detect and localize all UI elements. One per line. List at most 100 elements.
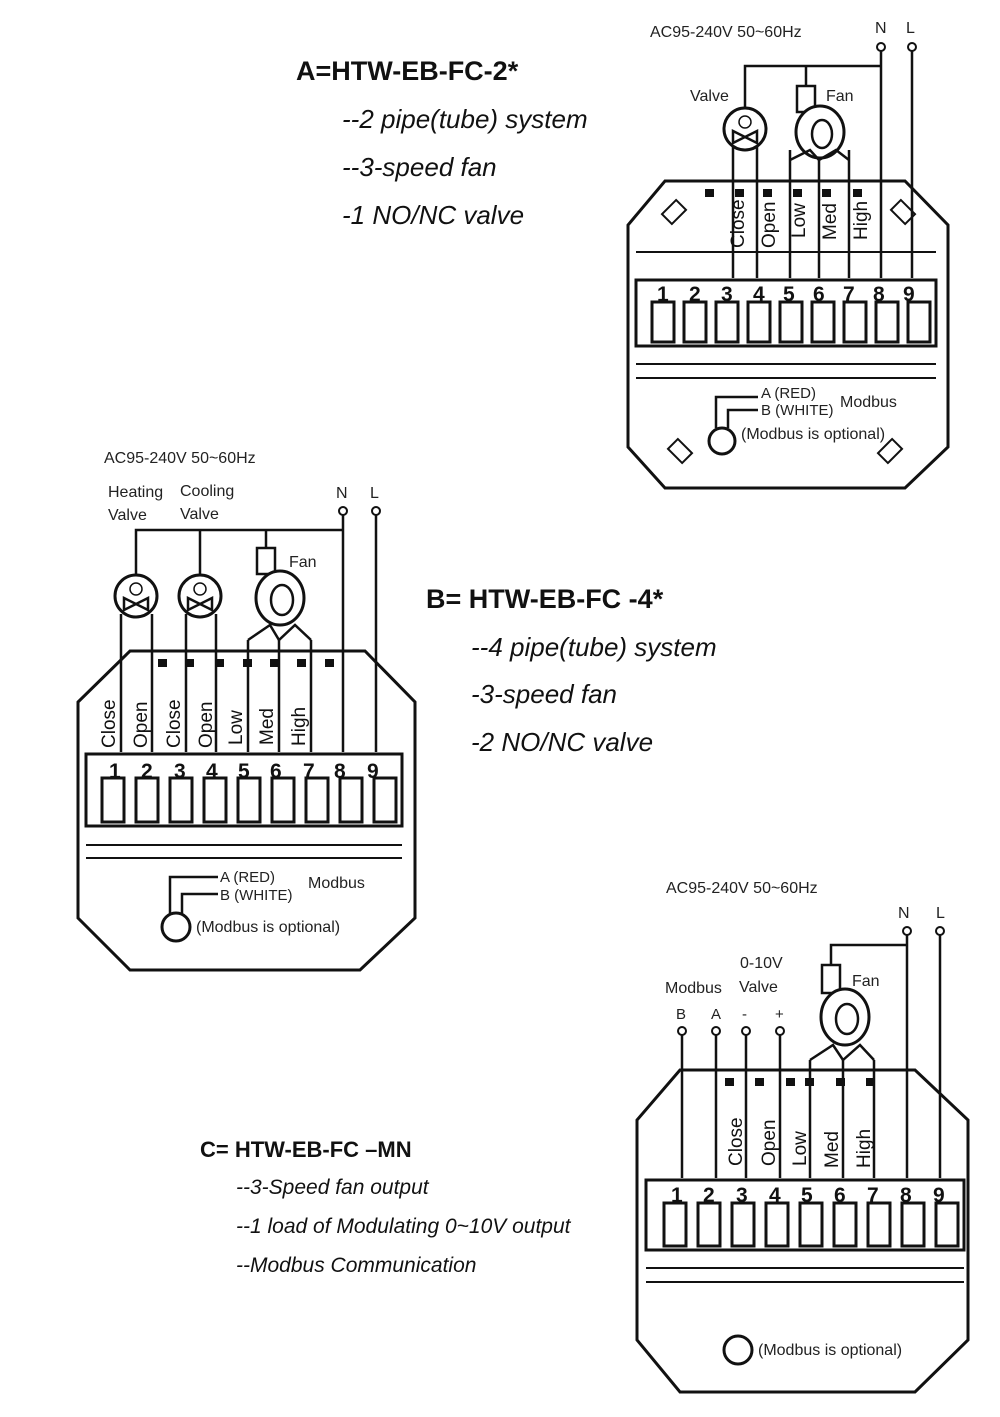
- diagram-c-spec-1: --3-Speed fan output: [236, 1176, 429, 1199]
- diagram-a-n-label: N: [875, 20, 887, 37]
- diagram-c-housing: [635, 1068, 970, 1394]
- diagram-b-modbus-note: (Modbus is optional): [196, 919, 340, 936]
- diagram-c-supply-label: AC95-240V 50~60Hz: [666, 880, 818, 897]
- diagram-a-terminal-close: Close: [728, 199, 749, 248]
- diagram-a-terminal-7: 7: [843, 283, 855, 306]
- diagram-b-spec-1: --4 pipe(tube) system: [471, 632, 717, 662]
- diagram-b-terminal-5: 5: [238, 760, 250, 783]
- diagram-a-terminal-8: 8: [873, 283, 885, 306]
- diagram-a-housing: [626, 179, 950, 490]
- diagram-c-terminal-7: 7: [867, 1184, 879, 1207]
- diagram-c-fan-icon: [809, 963, 875, 1062]
- diagram-c-terminal-med: Med: [822, 1131, 843, 1168]
- diagram-c-spec-3: --Modbus Communication: [236, 1254, 477, 1277]
- diagram-b-terminal-3: 3: [174, 760, 186, 783]
- diagram-b-modbus-label: Modbus: [308, 875, 365, 892]
- diagram-c-valve-label-2: Valve: [739, 979, 778, 996]
- diagram-b-modbus-b: B (WHITE): [220, 887, 293, 904]
- diagram-c-input-minus: -: [742, 1006, 747, 1023]
- diagram-c-terminal-open: Open: [759, 1120, 780, 1166]
- diagram-b-heating-valve-label-1: Heating: [108, 484, 163, 501]
- diagram-a-supply-label: AC95-240V 50~60Hz: [650, 24, 802, 41]
- diagram-b: AC95-240V 50~60Hz Heating Valve Cooling …: [76, 450, 417, 972]
- diagram-a-modbus-note: (Modbus is optional): [741, 426, 885, 443]
- diagram-b-fan-label: Fan: [289, 554, 317, 571]
- diagram-a-terminal-6: 6: [813, 283, 825, 306]
- diagram-b-terminal-med: Med: [257, 708, 278, 745]
- diagram-b-fan-icon: [247, 546, 312, 642]
- diagram-c-terminal-5: 5: [801, 1184, 813, 1207]
- diagram-c-terminal-9: 9: [933, 1184, 945, 1207]
- diagram-b-terminal-close-1: Close: [99, 699, 120, 748]
- diagram-b-terminal-6: 6: [270, 760, 282, 783]
- diagram-c-n-label: N: [898, 905, 910, 922]
- diagram-b-cooling-valve-label-1: Cooling: [180, 483, 234, 500]
- diagram-b-n-label: N: [336, 485, 348, 502]
- diagram-a-fan-icon: [789, 84, 850, 162]
- diagram-b-cooling-valve-label-2: Valve: [180, 506, 219, 523]
- diagram-b-terminal-numbers: 1 2 3 4 5 6 7 8 9: [109, 760, 379, 783]
- diagram-c-modbus-note: (Modbus is optional): [758, 1342, 902, 1359]
- diagram-c-terminal-low: Low: [790, 1131, 811, 1166]
- diagram-b-terminal-close-2: Close: [164, 699, 185, 748]
- diagram-a-terminal-5: 5: [783, 283, 795, 306]
- diagram-c-terminal-4: 4: [769, 1184, 781, 1207]
- diagram-b-terminal-9: 9: [367, 760, 379, 783]
- diagram-b-terminal-4: 4: [206, 760, 218, 783]
- diagram-c-terminal-1: 1: [671, 1184, 683, 1207]
- diagram-c-terminal-8: 8: [900, 1184, 912, 1207]
- diagram-a-terminal-2: 2: [689, 283, 701, 306]
- diagram-b-terminal-low: Low: [226, 710, 247, 745]
- diagram-a-modbus-a: A (RED): [761, 385, 816, 402]
- diagram-a-terminal-open: Open: [759, 202, 780, 248]
- diagram-a-terminal-med: Med: [820, 203, 841, 240]
- diagram-c-terminal-numbers: 1 2 3 4 5 6 7 8 9: [671, 1184, 945, 1207]
- diagram-b-supply-label: AC95-240V 50~60Hz: [104, 450, 256, 467]
- diagram-b-spec-2: -3-speed fan: [471, 679, 617, 709]
- diagram-c-valve-label-1: 0-10V: [740, 955, 783, 972]
- diagram-a: AC95-240V 50~60Hz N L Valve Fan: [626, 20, 950, 490]
- diagram-c-input-plus: +: [775, 1006, 784, 1023]
- diagram-a-spec-2: --3-speed fan: [342, 152, 497, 182]
- diagram-a-modbus-port: [707, 426, 737, 456]
- diagram-b-terminal-2: 2: [141, 760, 153, 783]
- diagram-a-terminal-3: 3: [721, 283, 733, 306]
- diagram-b-terminal-7: 7: [303, 760, 315, 783]
- diagram-c-input-a: A: [711, 1006, 721, 1023]
- diagram-a-terminal-9: 9: [903, 283, 915, 306]
- diagram-a-l-label: L: [906, 20, 915, 37]
- diagram-a-spec-3: -1 NO/NC valve: [342, 200, 525, 230]
- diagram-b-spec-3: -2 NO/NC valve: [471, 727, 654, 757]
- diagram-a-terminal-4: 4: [753, 283, 765, 306]
- diagram-c-l-label: L: [936, 905, 945, 922]
- diagram-c-terminal-close: Close: [726, 1117, 747, 1166]
- diagram-c-spec-2: --1 load of Modulating 0~10V output: [236, 1215, 571, 1238]
- diagram-c: AC95-240V 50~60Hz N L 0-10V Valve Modbus…: [635, 880, 970, 1394]
- diagram-a-fan-label: Fan: [826, 88, 854, 105]
- diagram-c-input-b: B: [676, 1006, 686, 1023]
- diagram-a-valve-icon: [722, 106, 768, 152]
- diagram-c-terminal-6: 6: [834, 1184, 846, 1207]
- diagram-b-terminal-high: High: [289, 707, 310, 746]
- diagram-a-terminal-numbers: 1 2 3 4 5 6 7 8 9: [657, 283, 915, 306]
- diagram-c-fan-label: Fan: [852, 973, 880, 990]
- diagram-b-heating-valve-label-2: Valve: [108, 507, 147, 524]
- diagram-a-title: A=HTW-EB-FC-2*: [296, 56, 519, 86]
- diagram-a-terminal-1: 1: [657, 283, 669, 306]
- diagram-b-modbus-a: A (RED): [220, 869, 275, 886]
- diagram-a-modbus-b: B (WHITE): [761, 402, 834, 419]
- diagram-a-terminal-high: High: [851, 201, 872, 240]
- diagram-b-l-label: L: [370, 485, 379, 502]
- diagram-a-spec-1: --2 pipe(tube) system: [342, 104, 588, 134]
- diagram-c-terminal-2: 2: [703, 1184, 715, 1207]
- diagram-a-valve-label: Valve: [690, 88, 729, 105]
- diagram-c-modbus-label: Modbus: [665, 980, 722, 997]
- diagram-a-modbus-label: Modbus: [840, 394, 897, 411]
- diagram-c-title: C= HTW-EB-FC –MN: [200, 1137, 412, 1162]
- diagram-a-terminal-low: Low: [789, 203, 810, 238]
- diagram-b-heating-valve-icon: [113, 573, 159, 619]
- diagram-c-terminal-high: High: [854, 1129, 875, 1168]
- diagram-b-terminal-8: 8: [334, 760, 346, 783]
- diagram-c-terminal-3: 3: [736, 1184, 748, 1207]
